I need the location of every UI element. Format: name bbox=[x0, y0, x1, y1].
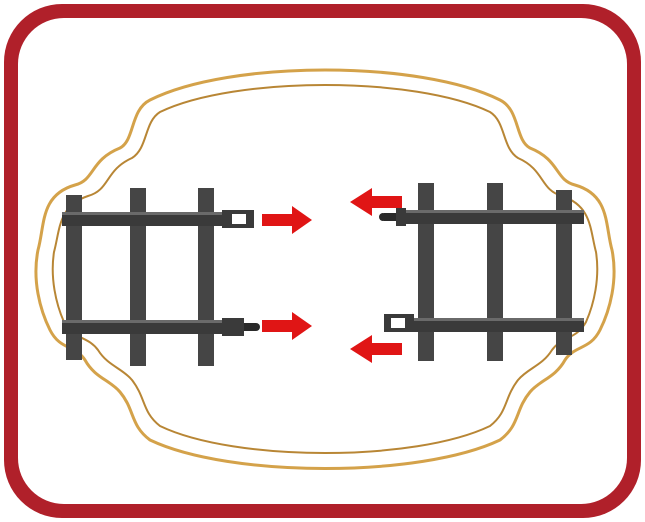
right-sleeper bbox=[487, 183, 503, 361]
left-connector-slot-hole bbox=[232, 214, 246, 224]
right-sleeper bbox=[418, 183, 434, 361]
left-connector-pin-body bbox=[222, 318, 244, 336]
right-connector-pin-head bbox=[379, 213, 387, 221]
left-connector-pin-head bbox=[252, 323, 260, 331]
left-rail-top-highlight bbox=[62, 212, 232, 215]
left-rail-bottom-highlight bbox=[62, 320, 232, 323]
right-connector-slot-hole bbox=[391, 318, 405, 328]
right-rail-top-highlight bbox=[400, 210, 584, 213]
right-rail-bottom-highlight bbox=[400, 318, 584, 321]
right-connector-pin-body bbox=[396, 208, 406, 226]
